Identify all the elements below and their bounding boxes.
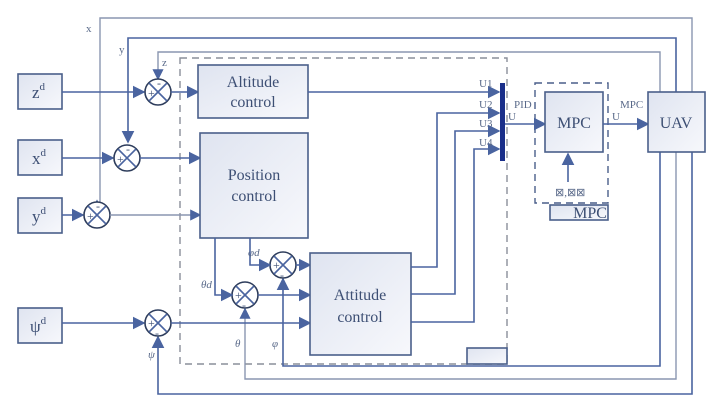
controller-region [179,57,508,365]
sum-theta [231,281,259,309]
x-feedback-line [99,17,693,210]
y-feedback-line [121,37,677,144]
svg-text:ψd: ψd [30,315,47,336]
svg-text:control: control [231,188,277,205]
input-psid: ψd [17,307,63,344]
sign: - [242,298,246,312]
mpc-input-label: ⊠,⊠⊠ [555,187,585,199]
label-phi-d: φd [248,247,260,259]
svg-text:xd: xd [32,147,47,168]
mpc-block: MPC [544,91,604,153]
svg-text:UAV: UAV [660,115,693,132]
label-theta: θ [235,338,241,350]
input-yd: yd [17,197,63,234]
svg-text:Attitude: Attitude [334,287,386,304]
label-mpc-out: MPC [620,99,643,111]
sign: + [273,258,280,272]
sign: + [148,86,155,100]
phi-d-line [249,238,272,272]
label-psi: ψ [148,349,155,361]
label-u3: U3 [479,118,493,130]
sign: + [235,288,242,302]
sign: - [155,326,159,340]
z-feedback-line [152,51,661,92]
uav-block: UAV [647,91,706,153]
label-u2: U2 [479,99,492,111]
u2-line [411,106,501,268]
label-y: y [119,44,125,56]
label-pid: PID [514,99,532,111]
position-control-block: Position control [199,132,309,239]
label-u4: U4 [479,137,493,149]
psi-feedback-line [151,152,693,395]
label-z: z [162,57,167,69]
svg-text:yd: yd [32,205,47,226]
attitude-control-block: Attitude control [309,252,412,356]
label-x: x [86,23,92,35]
sign: + [87,209,94,223]
svg-text:MPC: MPC [557,115,591,132]
mpc-label-box: MPC [549,204,609,222]
sum-z [144,78,172,106]
label-u1: U1 [479,78,492,90]
label-u-pid: U [508,111,516,123]
mux-bar [500,83,505,161]
sign: - [126,142,130,156]
svg-text:zd: zd [32,81,46,102]
label-u-mpc: U [612,111,620,123]
sign: + [148,316,155,330]
altitude-control-block: Altitude control [197,64,309,119]
svg-text:MPC: MPC [573,205,607,222]
sum-phi [269,251,297,279]
label-theta-d: θd [201,279,212,291]
input-zd: zd [17,73,63,110]
svg-text:control: control [230,94,276,111]
sign: - [157,76,161,90]
sign: - [96,199,100,213]
u3-line [411,124,501,295]
pid-tab [466,347,508,365]
input-xd: xd [17,139,63,176]
svg-text:control: control [337,309,383,326]
label-phi: φ [272,338,278,350]
sign: - [280,268,284,282]
u4-line [411,142,501,323]
svg-text:Position: Position [228,167,280,184]
theta-d-line [214,238,234,302]
mpc-region [534,82,609,204]
svg-text:Altitude: Altitude [227,74,279,91]
sign: + [117,152,124,166]
theta-feedback-line [239,152,677,380]
